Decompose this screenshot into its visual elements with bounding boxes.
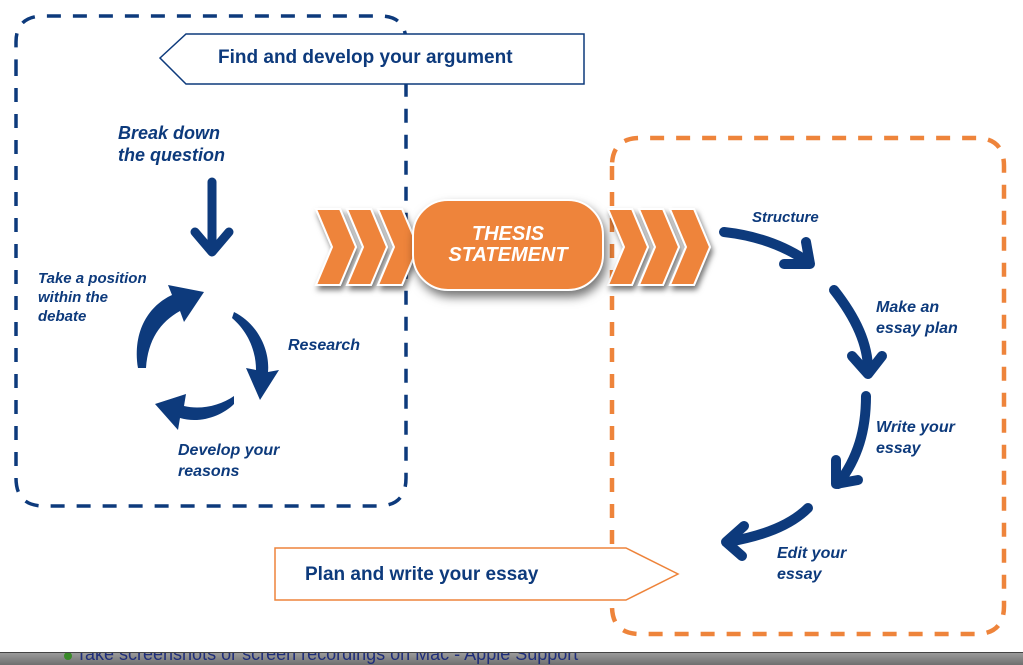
argument-banner-shape xyxy=(158,33,585,85)
step-essay-plan: Make an essay plan xyxy=(876,299,958,337)
essay-banner-label: Plan and write your essay xyxy=(305,564,539,585)
chevrons-right-icon xyxy=(606,208,712,286)
step-break-down-question: Break down the question xyxy=(118,123,225,165)
essay-section-border xyxy=(609,135,1007,637)
down-arrow-icon xyxy=(190,177,234,257)
step-research: Research xyxy=(288,337,361,354)
step-structure: Structure xyxy=(752,209,819,226)
step-edit-essay: Edit your essay xyxy=(777,545,847,583)
argument-section-border xyxy=(14,14,408,508)
chevrons-left-icon xyxy=(314,208,420,286)
structure-arrow-icon xyxy=(719,227,815,269)
essay-plan-arrow-icon xyxy=(829,285,887,379)
write-arrow-icon xyxy=(831,391,871,489)
page-tab-item[interactable]: Take screenshots or screen recordings on… xyxy=(64,652,579,665)
thesis-statement-pill: THESIS STATEMENT xyxy=(412,199,604,291)
essay-banner-shape xyxy=(274,547,680,601)
browser-bottom-bar: Take screenshots or screen recordings on… xyxy=(0,652,1023,665)
step-take-position: Take a position within the debate xyxy=(38,270,147,325)
cycle-arrows-icon xyxy=(136,285,279,430)
step-develop-reasons: Develop your reasons xyxy=(178,442,280,480)
edit-arrow-icon xyxy=(721,503,813,561)
step-write-essay: Write your essay xyxy=(876,419,955,457)
green-dot-icon xyxy=(64,653,72,660)
argument-banner-label: Find and develop your argument xyxy=(218,47,513,68)
page-tab-title: Take screenshots or screen recordings on… xyxy=(76,652,579,664)
